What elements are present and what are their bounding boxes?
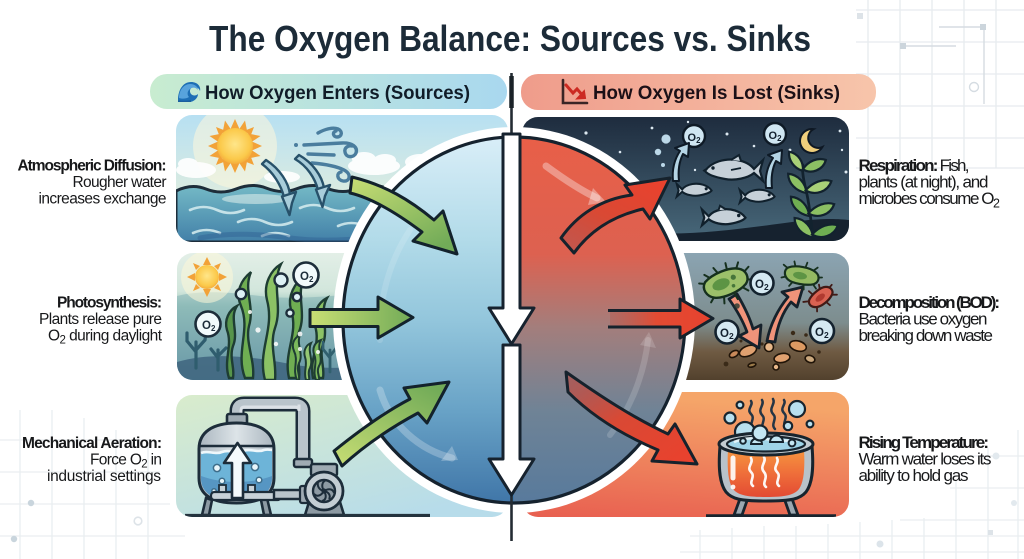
svg-text:Rougher water: Rougher water	[73, 174, 167, 191]
svg-text:O2: O2	[720, 328, 734, 341]
svg-text:Atmospheric Diffusion:: Atmospheric Diffusion:	[18, 158, 167, 175]
svg-text:O2: O2	[755, 279, 769, 292]
svg-text:O2: O2	[688, 132, 702, 145]
svg-text:O2: O2	[815, 327, 829, 340]
svg-text:How Oxygen Enters (Sources): How Oxygen Enters (Sources)	[205, 83, 470, 104]
svg-text:Warm water loses its: Warm water loses its	[859, 450, 992, 469]
svg-text:Photosynthesis:: Photosynthesis:	[57, 295, 162, 312]
svg-text:O2: O2	[300, 271, 314, 284]
svg-text:Bacteria use oxygen: Bacteria use oxygen	[859, 310, 988, 329]
svg-text:How Oxygen Is Lost (Sinks): How Oxygen Is Lost (Sinks)	[593, 83, 840, 104]
svg-text:O2: O2	[202, 320, 216, 333]
svg-text:O2 during daylight: O2 during daylight	[48, 328, 163, 347]
svg-text:Respiration: Fish,: Respiration: Fish,	[859, 156, 970, 175]
svg-text:increases exchange: increases exchange	[39, 191, 167, 208]
svg-text:breaking down waste: breaking down waste	[859, 326, 994, 345]
svg-text:The Oxygen Balance: Sources vs: The Oxygen Balance: Sources vs. Sinks	[209, 18, 811, 59]
svg-text:Decomposition (BOD):: Decomposition (BOD):	[859, 293, 1001, 312]
svg-text:microbes consume O2: microbes consume O2	[859, 189, 1001, 211]
svg-text:Rising Temperature:: Rising Temperature:	[859, 433, 990, 452]
svg-text:Mechanical Aeration:: Mechanical Aeration:	[22, 435, 162, 452]
svg-text:Plants release pure: Plants release pure	[39, 311, 162, 328]
svg-text:industrial settings: industrial settings	[47, 468, 161, 485]
svg-text:plants (at night), and: plants (at night), and	[859, 173, 989, 192]
svg-text:ability to hold gas: ability to hold gas	[859, 466, 969, 485]
svg-text:O2: O2	[769, 130, 783, 143]
